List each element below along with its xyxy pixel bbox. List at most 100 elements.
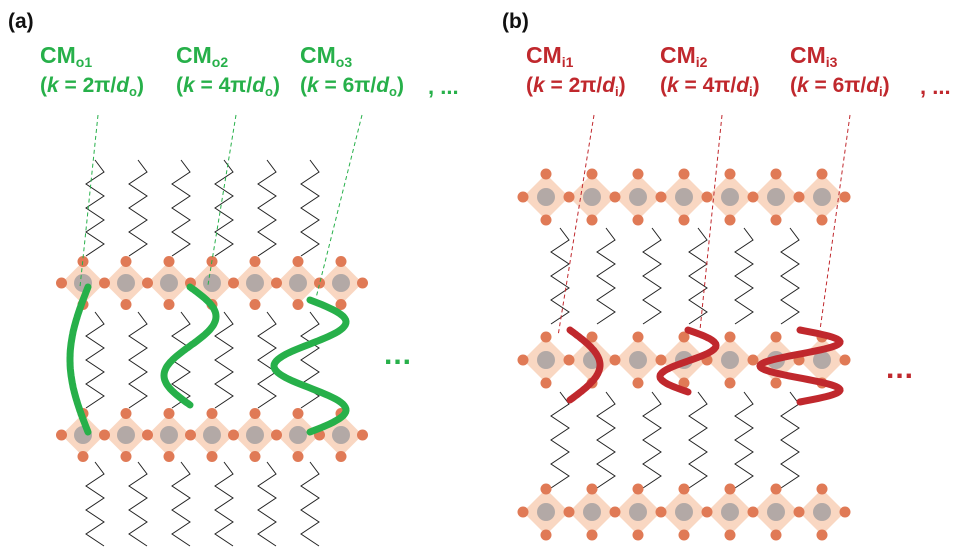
halide-atom	[632, 529, 644, 541]
halide-atom	[540, 214, 552, 226]
halide-atom	[563, 354, 575, 366]
halide-atom	[678, 168, 690, 180]
halide-atom	[292, 451, 304, 462]
organic-chain	[596, 227, 616, 325]
halide-atom	[793, 191, 805, 203]
panel-a-more-ellipsis: ...	[384, 338, 413, 371]
organic-chain	[257, 311, 277, 409]
metal-atom	[675, 188, 693, 206]
halide-atom	[540, 529, 552, 541]
halide-atom	[678, 331, 690, 343]
halide-atom	[142, 277, 153, 289]
halide-atom	[839, 506, 851, 518]
mode-name: CMi2	[660, 42, 708, 70]
halide-atom	[228, 277, 239, 289]
mode-name: CMi1	[526, 42, 574, 70]
halide-atom	[632, 331, 644, 343]
mode-wavevector: (k = 6π/do)	[300, 74, 404, 99]
halide-atom	[655, 354, 667, 366]
halide-atom	[249, 256, 261, 267]
metal-atom	[629, 503, 647, 521]
metal-atom	[203, 274, 221, 292]
guide-line	[207, 114, 237, 286]
halide-atom	[724, 529, 736, 541]
metal-atom	[203, 426, 221, 444]
metal-atom	[537, 188, 555, 206]
metal-atom	[160, 274, 178, 292]
halide-atom	[816, 214, 828, 226]
organic-chain	[214, 311, 234, 409]
halide-atom	[517, 506, 529, 518]
halide-atom	[517, 354, 529, 366]
metal-atom	[117, 274, 135, 292]
organic-chain	[688, 227, 708, 325]
halide-atom	[292, 299, 304, 310]
mode-waves	[66, 283, 844, 436]
halide-atom	[563, 506, 575, 518]
organic-chain	[171, 461, 191, 547]
halide-atom	[120, 299, 132, 310]
mode-label-i2: CMi2 (k = 4π/di)	[660, 42, 760, 99]
halide-atom	[701, 191, 713, 203]
halide-atom	[632, 483, 644, 495]
halide-atom	[770, 377, 782, 389]
halide-atom	[540, 483, 552, 495]
halide-atom	[335, 299, 347, 310]
halide-atom	[540, 331, 552, 343]
halide-atom	[839, 191, 851, 203]
halide-atom	[357, 429, 368, 441]
halide-atom	[206, 408, 218, 419]
guide-line	[315, 114, 363, 299]
halide-atom	[724, 168, 736, 180]
organic-chain	[596, 391, 616, 489]
wave-i1	[566, 326, 604, 404]
halide-atom	[185, 429, 196, 441]
metal-atom	[583, 188, 601, 206]
wave-i3	[756, 326, 844, 406]
metal-atom	[813, 503, 831, 521]
halide-atom	[678, 529, 690, 541]
mode-label-o1: CMo1 (k = 2π/do)	[40, 44, 144, 99]
halide-atom	[747, 506, 759, 518]
halide-atom	[335, 451, 347, 462]
halide-atom	[99, 277, 110, 289]
wave-i2	[656, 326, 720, 396]
metal-atom	[721, 351, 739, 369]
organic-chain	[780, 227, 800, 325]
organic-chain	[128, 461, 148, 547]
halide-atom	[586, 483, 598, 495]
halide-atom	[793, 506, 805, 518]
halide-atom	[56, 277, 67, 289]
halide-atom	[586, 331, 598, 343]
panel-a-tag: (a)	[8, 10, 34, 33]
organic-chain	[257, 159, 277, 257]
halide-atom	[271, 429, 282, 441]
organic-chain	[550, 391, 570, 489]
mode-wavevector: (k = 6π/di)	[790, 74, 890, 99]
halide-atom	[770, 214, 782, 226]
halide-atom	[56, 429, 67, 441]
metal-atom	[767, 503, 785, 521]
organic-chain	[85, 461, 105, 547]
organic-chain	[85, 159, 105, 257]
halide-atom	[770, 331, 782, 343]
halide-atom	[228, 429, 239, 441]
halide-atom	[163, 299, 175, 310]
metal-atom	[629, 188, 647, 206]
halide-atom	[77, 451, 89, 462]
metal-atom	[117, 426, 135, 444]
inorganic-layer-top	[517, 168, 851, 226]
inorganic-layer-bottom	[517, 483, 851, 541]
metal-atom	[246, 274, 264, 292]
metal-atom	[675, 503, 693, 521]
halide-atom	[292, 256, 304, 267]
organic-chain	[734, 391, 754, 489]
halide-atom	[747, 354, 759, 366]
organic-chain	[734, 227, 754, 325]
halide-atom	[249, 408, 261, 419]
halide-atom	[271, 277, 282, 289]
halide-atom	[770, 529, 782, 541]
halide-atom	[770, 168, 782, 180]
metal-atom	[289, 274, 307, 292]
